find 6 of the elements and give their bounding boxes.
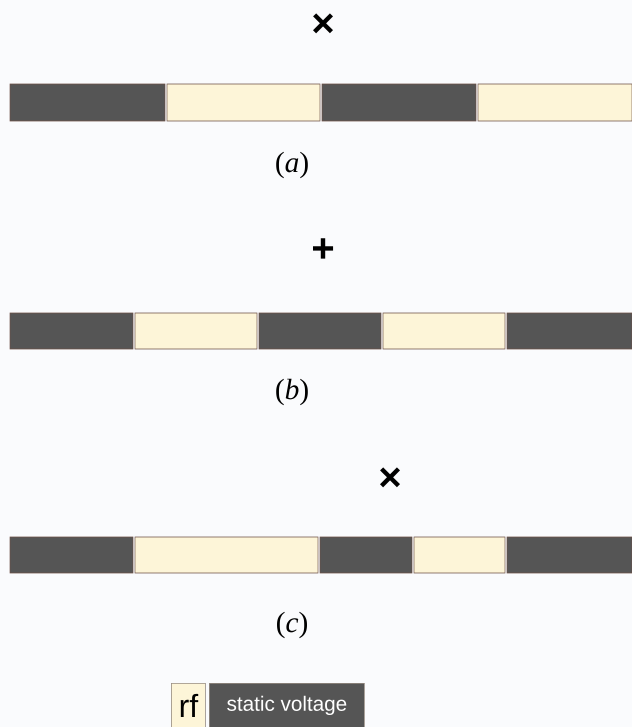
panel-label: (a) — [276, 152, 308, 178]
panel-label: (c) — [277, 612, 307, 638]
panel-label: (b) — [276, 378, 308, 406]
ion-marker: × — [313, 13, 333, 34]
ion-marker: + — [313, 238, 334, 259]
ion-marker: × — [380, 467, 400, 488]
